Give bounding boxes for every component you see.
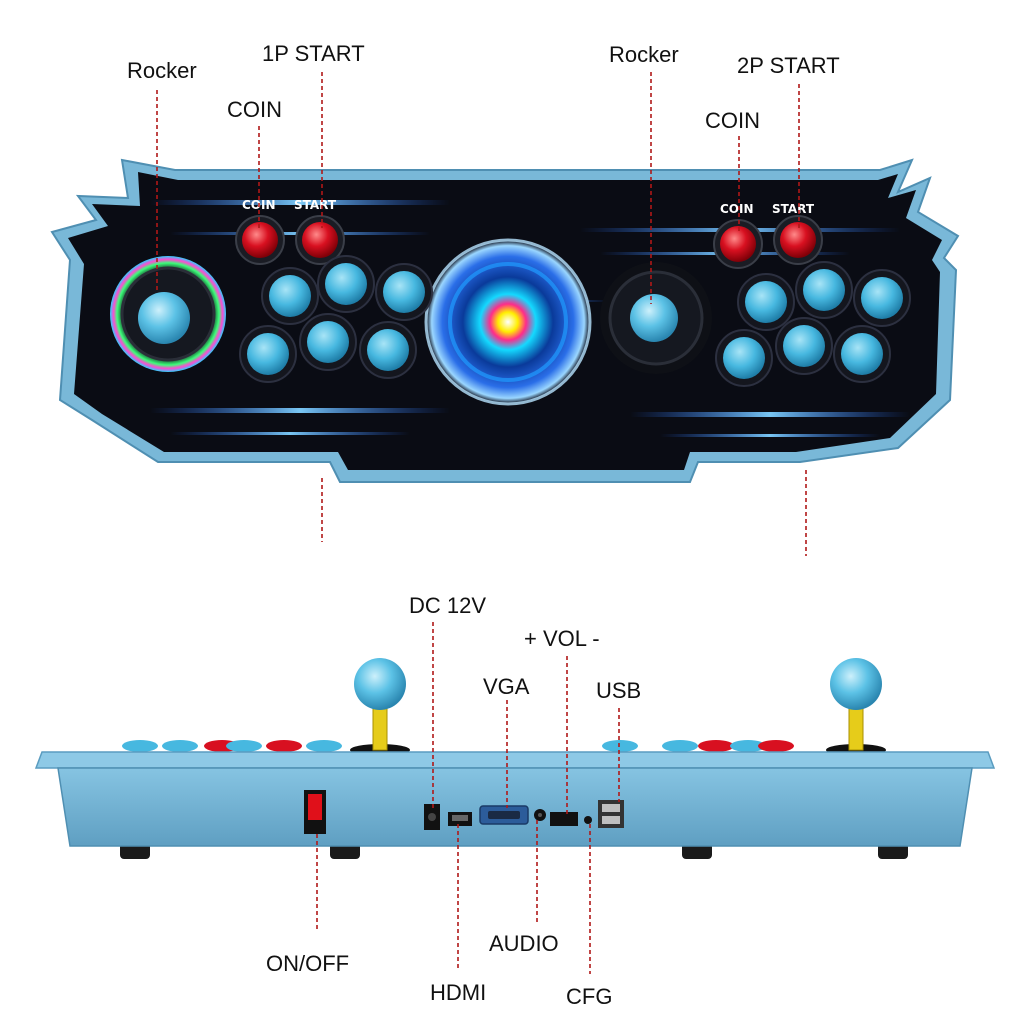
- action-button[interactable]: [833, 325, 891, 383]
- coin-button-1p[interactable]: [235, 215, 285, 265]
- joystick-2p[interactable]: [600, 262, 712, 374]
- action-button[interactable]: [317, 255, 375, 313]
- vga-port[interactable]: [479, 805, 529, 825]
- callout-volume: + VOL -: [524, 626, 600, 651]
- rear-view: DC 12V + VOL - VGA USB ON/OFF HDMI AUDIO…: [34, 593, 996, 1009]
- action-button[interactable]: [737, 273, 795, 331]
- action-button[interactable]: [775, 317, 833, 375]
- callout-rocker-2p: Rocker: [609, 42, 679, 67]
- start-button-1p[interactable]: [295, 215, 345, 265]
- callout-dc-12v: DC 12V: [409, 593, 486, 618]
- callout-hdmi: HDMI: [430, 980, 486, 1005]
- rubber-feet: [120, 843, 908, 859]
- top-callout-leaders: [156, 72, 807, 556]
- usb-ports[interactable]: [598, 800, 624, 828]
- callout-usb: USB: [596, 678, 641, 703]
- action-button[interactable]: [795, 261, 853, 319]
- coin-button-2p[interactable]: [713, 219, 763, 269]
- volume-rocker[interactable]: [550, 812, 578, 826]
- callout-rocker-1p: Rocker: [127, 58, 197, 83]
- action-button[interactable]: [299, 313, 357, 371]
- action-button[interactable]: [375, 263, 433, 321]
- action-button[interactable]: [359, 321, 417, 379]
- callout-on-off: ON/OFF: [266, 951, 349, 976]
- cfg-button[interactable]: [584, 816, 592, 824]
- power-switch[interactable]: [304, 790, 326, 834]
- callout-cfg: CFG: [566, 984, 612, 1009]
- dc-12v-port[interactable]: [424, 804, 440, 830]
- panel-coin-label-2p: COIN: [720, 202, 754, 216]
- panel-start-label-1p: START: [294, 198, 337, 212]
- hdmi-port[interactable]: [448, 812, 472, 826]
- top-view: COIN START COIN START: [50, 41, 960, 556]
- callout-vga: VGA: [483, 674, 530, 699]
- center-vortex-graphic: [424, 238, 592, 406]
- action-button[interactable]: [261, 267, 319, 325]
- action-button[interactable]: [715, 329, 773, 387]
- action-buttons-2p: [715, 261, 911, 387]
- joystick-1p[interactable]: [110, 256, 226, 372]
- action-buttons-1p: [239, 255, 433, 383]
- callout-start-2p: 2P START: [737, 53, 840, 78]
- joystick-2p-side[interactable]: [826, 658, 886, 756]
- callout-audio: AUDIO: [489, 931, 559, 956]
- callout-coin-1p: COIN: [227, 97, 282, 122]
- callout-coin-2p: COIN: [705, 108, 760, 133]
- joystick-1p-side[interactable]: [350, 658, 410, 756]
- action-button[interactable]: [853, 269, 911, 327]
- action-button[interactable]: [239, 325, 297, 383]
- rear-callout-leaders: [316, 622, 620, 974]
- top-buttons-edge: [122, 740, 794, 752]
- rear-shell-lid: [34, 751, 996, 769]
- panel-start-label-2p: START: [772, 202, 815, 216]
- callout-start-1p: 1P START: [262, 41, 365, 66]
- start-button-2p[interactable]: [773, 215, 823, 265]
- audio-jack[interactable]: [534, 809, 546, 821]
